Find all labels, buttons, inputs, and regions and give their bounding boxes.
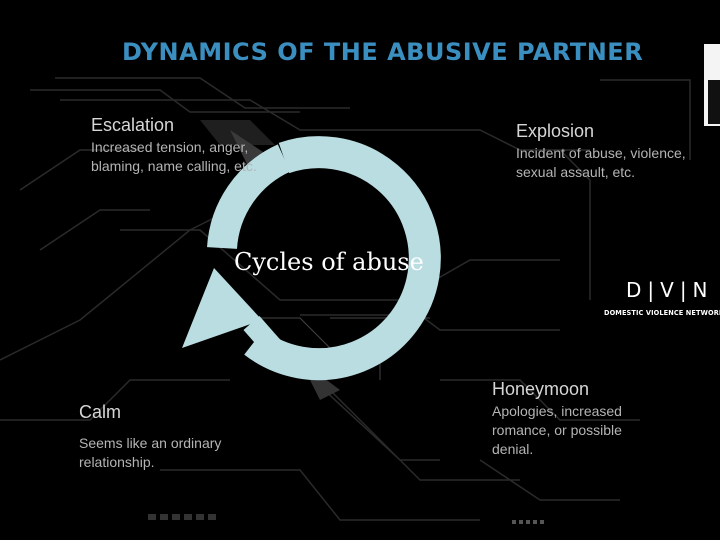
dvn-logo: D|V|N DOMESTIC VIOLENCE NETWORK [598,272,720,326]
stage-calm-desc: Seems like an ordinary relationship. [79,435,222,470]
stage-honeymoon-name: Honeymoon [492,379,590,399]
dvn-logo-subtitle: DOMESTIC VIOLENCE NETWORK [604,309,720,317]
stage-explosion-desc: Incident of abuse, violence, sexual assa… [516,145,686,180]
stage-honeymoon-desc: Apologies, increased romance, or possibl… [492,403,622,457]
stage-escalation-name: Escalation [91,115,175,135]
slide-title: DYNAMICS OF THE ABUSIVE PARTNER [122,38,644,66]
stage-explosion-name: Explosion [516,121,595,141]
stage-calm-name: Calm [79,402,122,422]
dvn-logo-letters: D|V|N [626,278,714,302]
cycle-center-label: Cycles of abuse [234,248,424,276]
stage-escalation-desc: Increased tension, anger, blaming, name … [91,139,257,174]
edge-tab-inner [708,80,720,124]
